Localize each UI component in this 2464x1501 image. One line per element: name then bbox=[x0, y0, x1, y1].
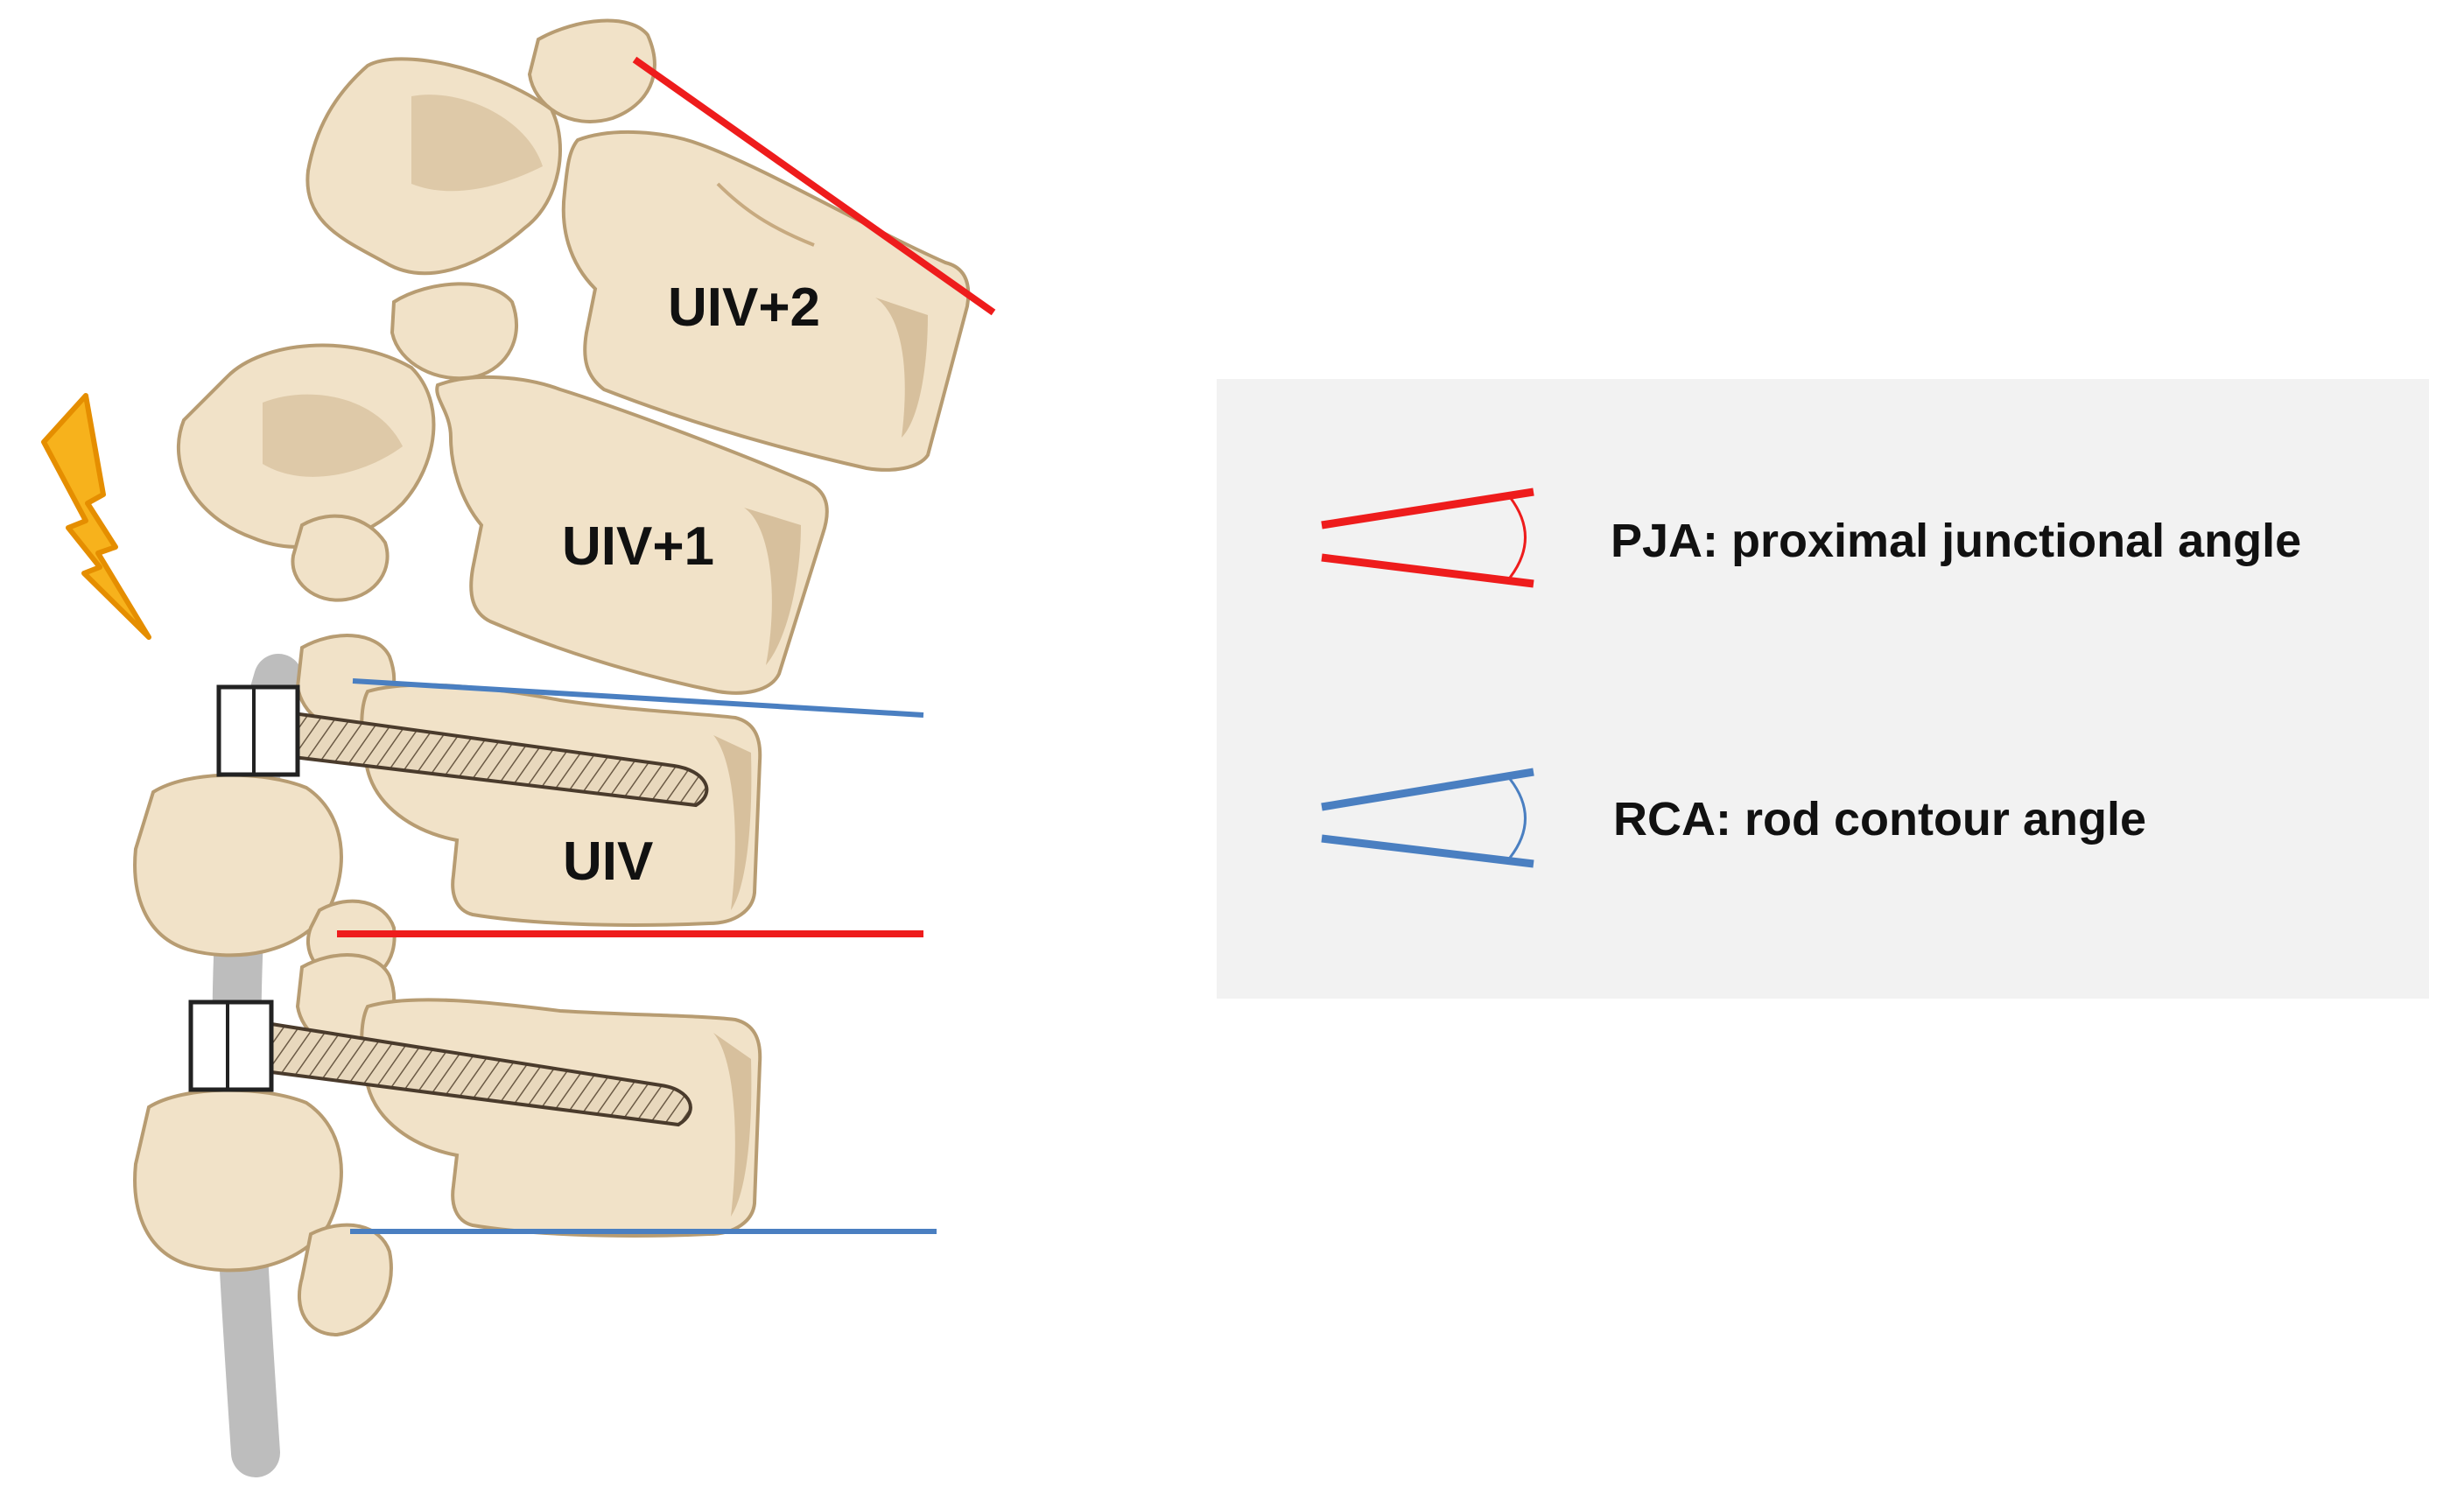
facet bbox=[390, 282, 518, 381]
pja-symbol-upper-line bbox=[1321, 487, 1534, 530]
vertebral-body bbox=[561, 130, 971, 472]
label-uiv-plus-1: UIV+1 bbox=[562, 516, 714, 577]
pja-symbol-lower-line bbox=[1321, 553, 1534, 588]
vertebral-body bbox=[360, 683, 762, 927]
spinous-tip bbox=[291, 514, 390, 602]
legend-label-pja: PJA: proximal junctional angle bbox=[1611, 515, 2301, 567]
rca-symbol-upper-line bbox=[1321, 768, 1534, 811]
pedicle-screw-lower bbox=[188, 999, 692, 1127]
rca-line-upper bbox=[352, 678, 924, 718]
legend-entry-rca: RCA: rod contour angle bbox=[1321, 768, 2146, 868]
pja-line-upper bbox=[632, 56, 996, 316]
legend-background bbox=[1217, 379, 2429, 999]
legend: PJA: proximal junctional angle RCA: rod … bbox=[1217, 379, 2429, 999]
pedicle-screw-uiv bbox=[216, 684, 709, 808]
rca-angle-arc-icon bbox=[1508, 778, 1527, 859]
legend-entry-pja: PJA: proximal junctional angle bbox=[1321, 487, 2301, 588]
vertebra-uiv-plus-1 bbox=[176, 282, 829, 695]
vertebral-body bbox=[435, 375, 829, 695]
posterior-process bbox=[176, 343, 436, 549]
vertebra-uiv-plus-2 bbox=[305, 18, 971, 472]
legend-label-rca: RCA: rod contour angle bbox=[1613, 793, 2146, 845]
label-uiv-plus-2: UIV+2 bbox=[668, 277, 820, 338]
vertebral-body bbox=[360, 998, 762, 1238]
pja-angle-arc-icon bbox=[1508, 496, 1527, 579]
spinous-tip bbox=[297, 1223, 393, 1337]
rca-symbol-lower-line bbox=[1321, 834, 1534, 868]
lightning-bolt-icon bbox=[41, 393, 151, 640]
facet bbox=[527, 18, 656, 123]
label-uiv: UIV bbox=[563, 831, 653, 892]
posterior-process bbox=[305, 57, 562, 276]
